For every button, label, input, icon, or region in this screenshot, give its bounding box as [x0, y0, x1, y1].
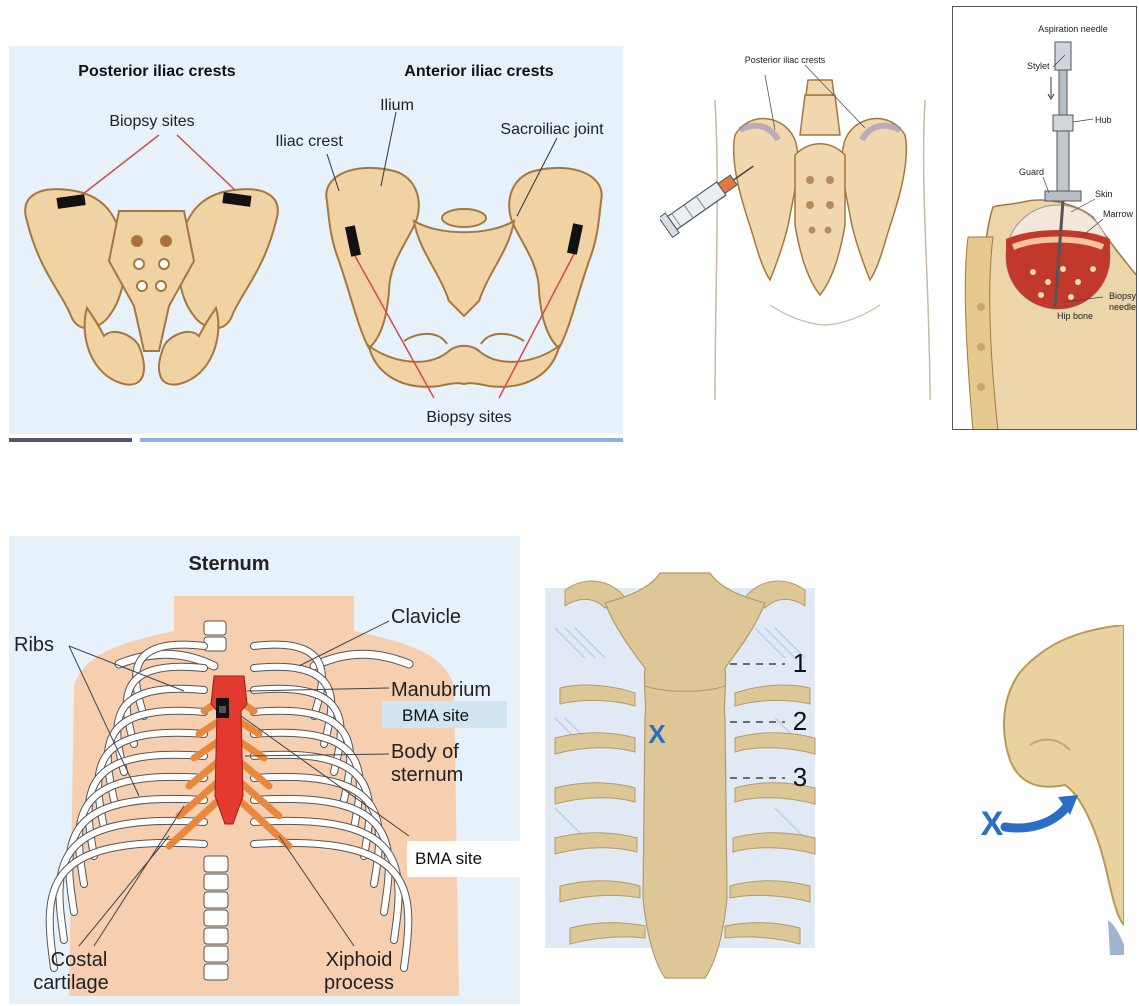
label-bma-site-2: BMA site	[415, 849, 482, 868]
label-stylet: Stylet	[1027, 61, 1050, 71]
label-xiphoid-line2: process	[324, 972, 394, 994]
interspace-label-2: 2	[793, 706, 807, 736]
label-manubrium: Manubrium	[391, 679, 491, 701]
interspace-label-3: 3	[793, 762, 807, 792]
interspace-label-1: 1	[793, 648, 807, 678]
needle-illustration: Aspiration needle Stylet Hub Guard Skin …	[953, 7, 1137, 430]
label-ilium: Ilium	[380, 97, 414, 114]
label-guard: Guard	[1019, 167, 1044, 177]
side-view-illustration: X	[970, 625, 1124, 955]
title-posterior: Posterior iliac crests	[78, 63, 236, 80]
label-hub: Hub	[1095, 115, 1112, 125]
label-biopsy-needle-line1: Biopsy	[1109, 291, 1137, 301]
label-posterior-iliac-crests: Posterior iliac crests	[745, 55, 826, 65]
accent-bar-light	[140, 438, 623, 442]
aspiration-illustration: Posterior iliac crests	[660, 40, 945, 400]
label-skin: Skin	[1095, 189, 1113, 199]
insertion-arrow-icon	[1005, 795, 1078, 828]
label-ribs: Ribs	[14, 634, 54, 656]
label-sacroiliac-joint: Sacroiliac joint	[500, 121, 604, 138]
label-bma-site-1: BMA site	[402, 706, 469, 725]
label-biopsy-sites-bottom: Biopsy sites	[426, 409, 511, 426]
pelvis-illustration: Posterior iliac crests Anterior iliac cr…	[9, 46, 623, 434]
label-aspiration-needle: Aspiration needle	[1038, 24, 1108, 34]
sternum-diagram-panel: Sternum Ribs Clavicle Manubrium BMA site…	[9, 536, 520, 1004]
label-biopsy-needle-line2: needle	[1109, 302, 1136, 312]
label-body-line2: sternum	[391, 764, 463, 786]
needle-inset-panel: Aspiration needle Stylet Hub Guard Skin …	[952, 6, 1137, 430]
accent-bar-dark	[9, 438, 132, 442]
sternum-illustration: Sternum Ribs Clavicle Manubrium BMA site…	[9, 536, 520, 1004]
label-biopsy-sites-top: Biopsy sites	[109, 113, 194, 130]
label-body-line1: Body of	[391, 741, 459, 763]
label-iliac-crest: Iliac crest	[275, 133, 343, 150]
sternum-closeup-illustration: X 1 2 3	[545, 568, 830, 1004]
label-hip-bone: Hip bone	[1057, 311, 1093, 321]
label-costal-line1: Costal	[51, 949, 108, 971]
label-marrow: Marrow	[1103, 209, 1134, 219]
title-anterior: Anterior iliac crests	[404, 63, 554, 80]
sternum-site-marker: X	[648, 719, 666, 749]
pelvis-diagram-panel: Posterior iliac crests Anterior iliac cr…	[9, 46, 623, 434]
label-xiphoid-line1: Xiphoid	[326, 949, 393, 971]
sternum-closeup-panel: X 1 2 3	[545, 568, 830, 1004]
sternum-title: Sternum	[188, 553, 269, 575]
label-costal-line2: cartilage	[33, 972, 109, 994]
aspiration-diagram-panel: Posterior iliac crests	[660, 40, 945, 400]
side-view-panel: X	[970, 625, 1124, 955]
label-clavicle: Clavicle	[391, 606, 461, 628]
side-view-marker: X	[981, 805, 1004, 843]
